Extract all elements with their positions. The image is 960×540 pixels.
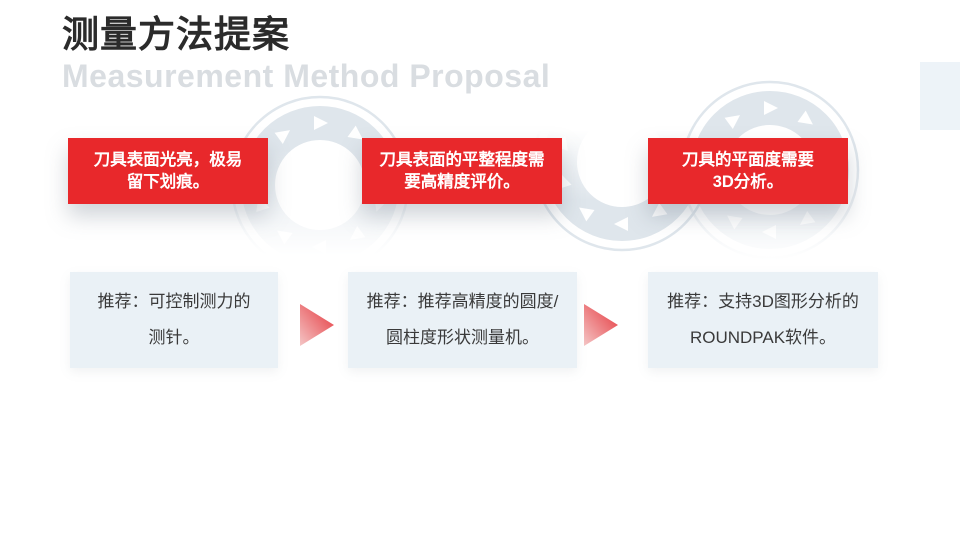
recommendation-box-2: 推荐：推荐高精度的圆度/ 圆柱度形状测量机。 (348, 272, 577, 368)
recommendation-box-1: 推荐：可控制测力的 测针。 (70, 272, 278, 368)
problem-box-2-line-1: 刀具表面的平整程度需 (379, 151, 545, 169)
problem-box-1: 刀具表面光亮，极易 留下划痕。 (68, 138, 268, 204)
arrow-right-icon-2 (584, 304, 618, 346)
corner-accent-rect (920, 62, 960, 130)
recommendation-box-3: 推荐：支持3D图形分析的 ROUNDPAK软件。 (648, 272, 878, 368)
arrow-right-icon-1 (300, 304, 334, 346)
header: 测量方法提案 Measurement Method Proposal (62, 14, 550, 92)
page-subtitle: Measurement Method Proposal (62, 57, 551, 94)
problem-box-3-line-1: 刀具的平面度需要 (682, 151, 814, 169)
recommendation-box-3-line-1: 推荐：支持3D图形分析的 (667, 292, 859, 311)
recommendation-box-3-line-2: ROUNDPAK软件。 (689, 328, 837, 347)
problem-box-1-line-2: 留下划痕。 (126, 173, 210, 191)
recommendation-box-1-line-1: 推荐：可控制测力的 (97, 292, 251, 311)
problem-box-2-line-2: 要高精度评价。 (404, 173, 520, 191)
problem-box-3-line-2: 3D分析。 (712, 173, 784, 191)
recommendation-box-1-line-2: 测针。 (148, 328, 200, 347)
problem-box-1-line-1: 刀具表面光亮，极易 (93, 151, 243, 169)
page-title: 测量方法提案 (62, 14, 290, 55)
recommendation-box-2-line-1: 推荐：推荐高精度的圆度/ (366, 292, 559, 311)
problem-box-2: 刀具表面的平整程度需 要高精度评价。 (362, 138, 562, 204)
problem-box-3: 刀具的平面度需要 3D分析。 (648, 138, 848, 204)
recommendation-box-2-line-2: 圆柱度形状测量机。 (386, 328, 539, 347)
